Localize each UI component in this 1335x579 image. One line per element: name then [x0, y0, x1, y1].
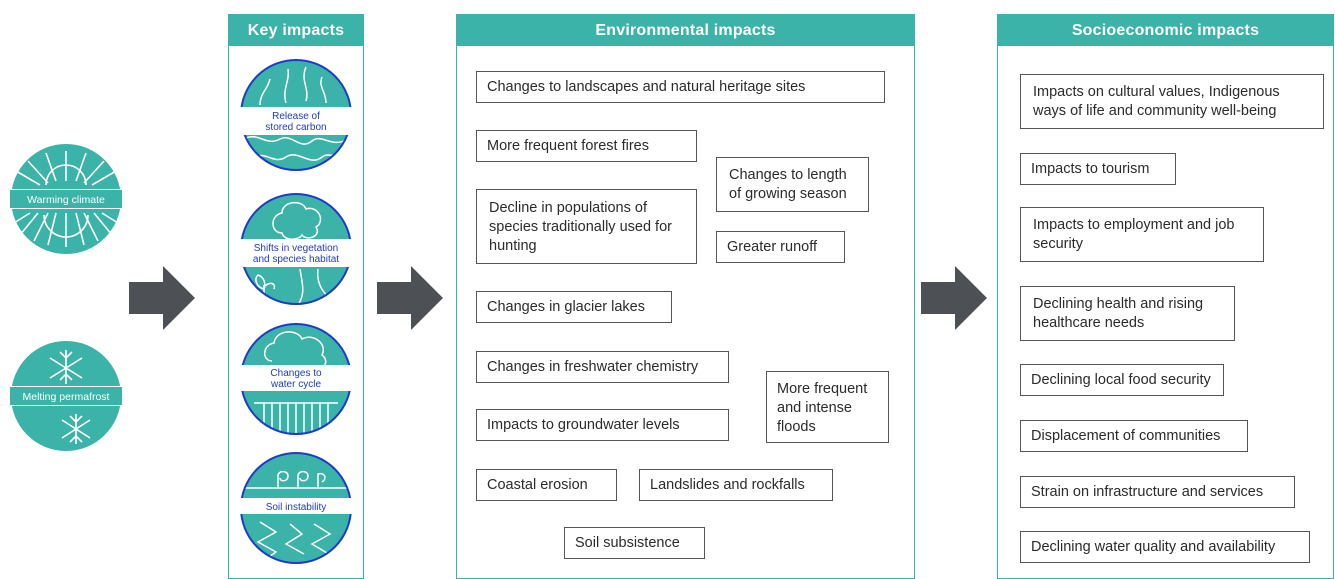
key-impact-soil: Soil instability [240, 452, 352, 564]
key-impact-label: Soil instability [266, 502, 327, 513]
env-impact-box: Changes to length of growing season [716, 157, 869, 212]
env-impact-box: Soil subsistence [564, 527, 705, 559]
key-impact-label: and species habitat [253, 254, 339, 265]
driver-warming-climate: Warming climate [10, 143, 122, 255]
socio-impact-box: Declining health and rising healthcare n… [1020, 286, 1235, 341]
key-impact-label: Release of [272, 111, 320, 122]
arrow-icon [129, 266, 195, 330]
socio-impact-box: Displacement of communities [1020, 420, 1248, 452]
env-impact-box: Landslides and rockfalls [639, 469, 833, 501]
soil-instability-icon: Soil instability [240, 452, 352, 564]
env-impact-box: Greater runoff [716, 231, 845, 263]
water-cycle-icon: Changes to water cycle [240, 323, 352, 435]
env-impact-box: Impacts to groundwater levels [476, 409, 729, 441]
env-impact-box: Coastal erosion [476, 469, 617, 501]
env-impact-box: Changes to landscapes and natural herita… [476, 71, 885, 103]
socio-impact-box: Impacts to tourism [1020, 153, 1176, 185]
socio-impact-box: Declining water quality and availability [1020, 531, 1310, 563]
vegetation-icon: Shifts in vegetation and species habitat [240, 193, 352, 305]
panel-title: Socioeconomic impacts [998, 15, 1333, 46]
socio-impact-box: Impacts on cultural values, Indigenous w… [1020, 74, 1324, 129]
driver-label: Melting permafrost [23, 391, 110, 403]
carbon-release-icon: Release of stored carbon [240, 59, 352, 171]
key-impact-label: water cycle [270, 379, 321, 390]
env-impact-box: Changes in glacier lakes [476, 291, 672, 323]
env-impact-box: Decline in populations of species tradit… [476, 189, 697, 264]
socio-impact-box: Strain on infrastructure and services [1020, 476, 1295, 508]
key-impact-label: stored carbon [265, 122, 326, 133]
env-impact-box: Changes in freshwater chemistry [476, 351, 729, 383]
arrow-icon [921, 266, 987, 330]
key-impact-water-cycle: Changes to water cycle [240, 323, 352, 435]
env-impact-box: More frequent forest fires [476, 130, 697, 162]
panel-title: Key impacts [229, 15, 363, 46]
sun-icon: Warming climate [10, 144, 122, 254]
driver-label: Warming climate [27, 194, 105, 206]
key-impact-carbon: Release of stored carbon [240, 59, 352, 171]
snowflake-icon: Melting permafrost [10, 341, 122, 451]
key-impact-label: Shifts in vegetation [254, 243, 339, 254]
key-impact-label: Changes to [270, 368, 322, 379]
panel-title: Environmental impacts [457, 15, 914, 46]
arrow-icon [377, 266, 443, 330]
socio-impact-box: Impacts to employment and job security [1020, 207, 1264, 262]
socio-impact-box: Declining local food security [1020, 364, 1224, 396]
key-impact-vegetation: Shifts in vegetation and species habitat [240, 193, 352, 305]
driver-melting-permafrost: Melting permafrost [10, 340, 122, 452]
env-impact-box: More frequent and intense floods [766, 371, 889, 443]
